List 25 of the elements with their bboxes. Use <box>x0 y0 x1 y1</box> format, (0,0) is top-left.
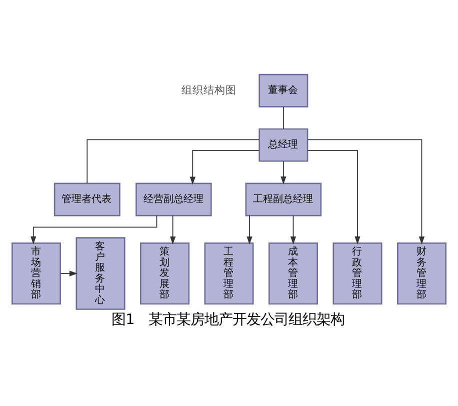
node-box: 市场营销部 <box>12 242 62 304</box>
caption: 图1 某市某房地产开发公司组织架构 <box>112 312 345 328</box>
arrow <box>30 214 158 244</box>
node-box: 行政管理部 <box>332 242 382 304</box>
node-box: 管理者代表 <box>54 182 120 216</box>
connector <box>86 138 260 184</box>
arrow <box>290 214 296 244</box>
arrow <box>190 149 260 184</box>
node-box: 成本管理部 <box>268 242 318 304</box>
node-box: 工程管理部 <box>204 242 254 304</box>
arrow <box>280 160 286 184</box>
arrow <box>60 270 78 276</box>
node-box: 总经理 <box>258 128 308 162</box>
arrow <box>246 214 252 244</box>
node-box: 工程副总经理 <box>245 182 322 216</box>
connector <box>282 106 284 129</box>
node-box: 策划发展部 <box>140 242 190 304</box>
node-box: 财务管理部 <box>396 242 446 304</box>
node-box: 董事会 <box>258 73 308 107</box>
node-box: 客户服务中心 <box>76 236 126 310</box>
label: 组织结构图 <box>181 82 236 96</box>
node-box: 经营副总经理 <box>136 182 212 216</box>
arrow <box>170 214 176 244</box>
arrow <box>307 138 425 244</box>
arrow <box>307 149 360 244</box>
